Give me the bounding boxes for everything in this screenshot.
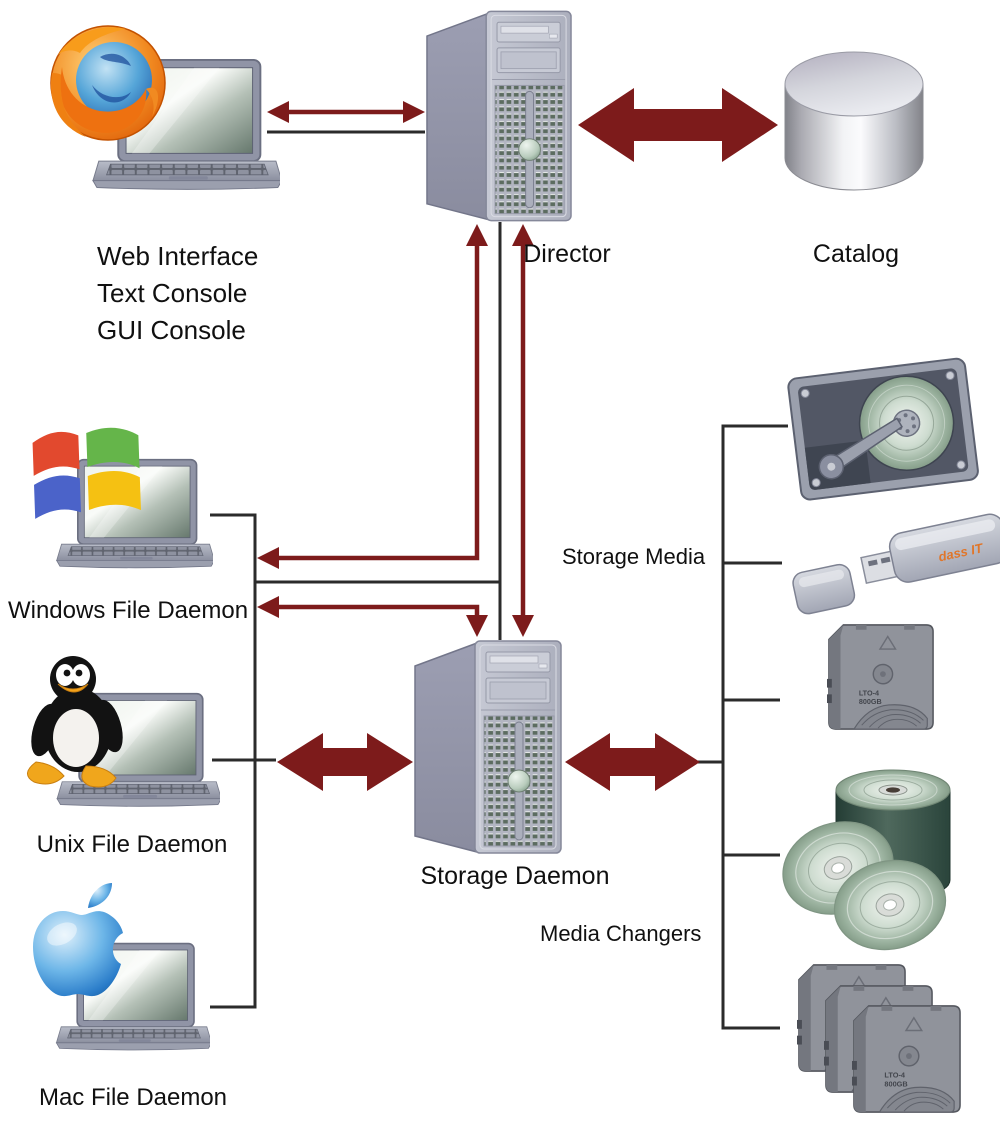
mac-file-daemon-label: Mac File Daemon xyxy=(38,1084,228,1111)
console-label: Web Interface Text Console GUI Console xyxy=(97,238,258,349)
console-label-line2: Text Console xyxy=(97,278,248,308)
usb-stick-icon: dass IT xyxy=(792,513,1000,615)
clients-storage-arrow xyxy=(257,596,488,637)
storage-media-label: Storage Media xyxy=(562,544,706,569)
windows-logo xyxy=(32,427,141,519)
cd-stack-icon xyxy=(782,769,951,951)
console-director-arrow xyxy=(267,101,425,123)
media-trunk-line xyxy=(721,424,788,1030)
director-clients-arrow xyxy=(257,224,488,569)
director-server xyxy=(426,10,572,222)
media-changers-label: Media Changers xyxy=(540,921,702,946)
console-label-line3: GUI Console xyxy=(97,315,246,345)
tape-library-icon xyxy=(797,964,961,1113)
apple-logo xyxy=(33,883,123,997)
director-label: Director xyxy=(523,240,611,268)
tape-cartridge-icon xyxy=(827,624,934,730)
console-label-line1: Web Interface xyxy=(97,241,259,271)
firefox-logo xyxy=(50,25,166,141)
storage-media-fat-arrow xyxy=(565,733,700,791)
clients-storage-fat-arrow xyxy=(277,733,413,791)
storage-daemon-label: Storage Daemon xyxy=(420,862,610,890)
windows-file-daemon-label: Windows File Daemon xyxy=(7,597,249,624)
unix-file-daemon-label: Unix File Daemon xyxy=(36,831,228,858)
director-catalog-arrow xyxy=(578,88,778,162)
hard-disk-icon xyxy=(787,357,979,501)
director-storage-arrow xyxy=(512,224,534,637)
storage-daemon-server xyxy=(414,640,562,854)
catalog-label: Catalog xyxy=(812,240,900,268)
tux-logo xyxy=(27,656,123,788)
catalog-database xyxy=(784,51,924,191)
